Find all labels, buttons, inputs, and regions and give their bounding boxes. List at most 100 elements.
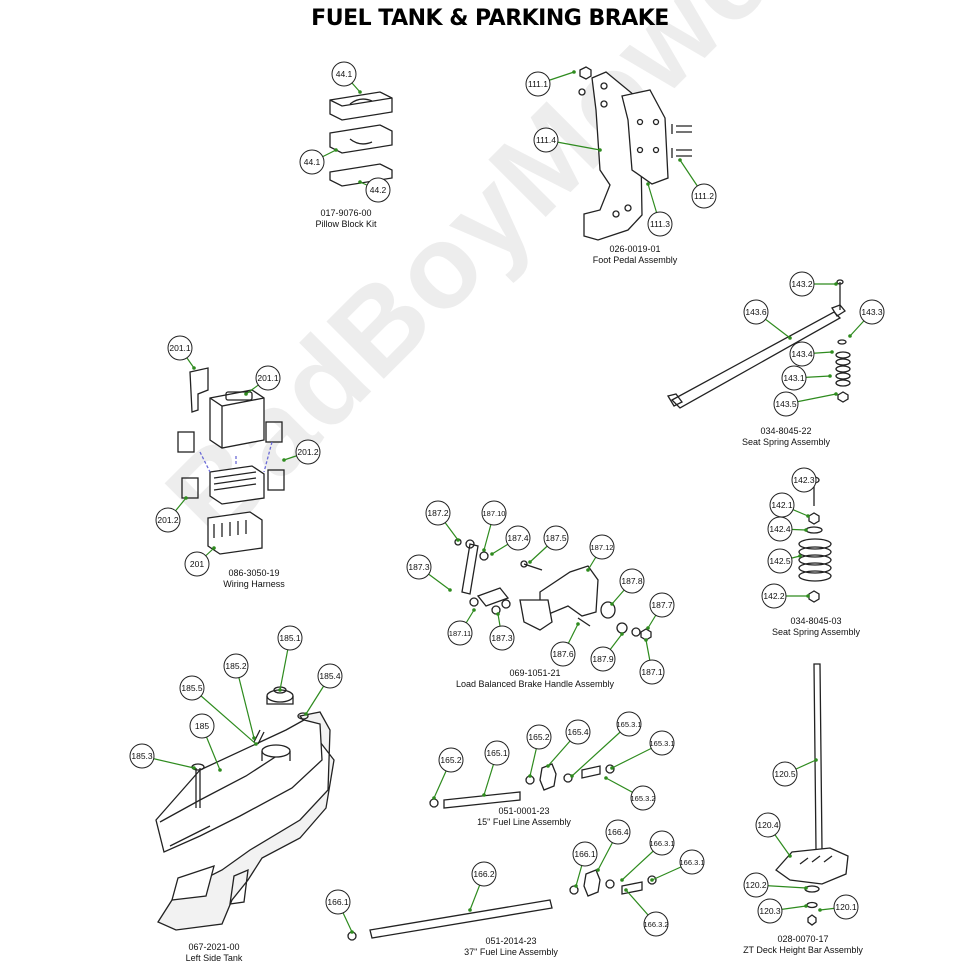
callout-leader-tip bbox=[804, 886, 808, 890]
callout-label: 142.3 bbox=[793, 475, 815, 485]
brake-handle-part bbox=[454, 538, 652, 641]
callout-leader-tip bbox=[432, 796, 436, 800]
callout-leader-tip bbox=[496, 612, 500, 616]
callout-bubble bbox=[772, 761, 798, 787]
callout-label: 143.6 bbox=[745, 307, 767, 317]
callout-leader-tip bbox=[814, 758, 818, 762]
callout-bubble bbox=[781, 365, 807, 391]
callout-bubble bbox=[167, 335, 193, 361]
callout-bubble bbox=[481, 500, 507, 526]
callout-bubble bbox=[649, 730, 675, 756]
callout-label: 201.1 bbox=[169, 343, 191, 353]
callout-bubble bbox=[438, 747, 464, 773]
pillow-block-part bbox=[329, 91, 393, 187]
callout-leader-tip bbox=[528, 774, 532, 778]
callout-label: 185.3 bbox=[131, 751, 153, 761]
callout-label: 111.1 bbox=[528, 79, 548, 89]
brake-handle-name: Load Balanced Brake Handle Assembly bbox=[455, 679, 615, 689]
callout-bubble bbox=[331, 61, 357, 87]
fuel-line-15-part bbox=[429, 763, 615, 809]
callout-bubble bbox=[605, 819, 631, 845]
seat-spring-142-part-number: 034-8045-03 bbox=[790, 616, 842, 626]
callout-label: 185 bbox=[195, 721, 209, 731]
callout-leader-tip bbox=[358, 90, 362, 94]
callout-bubble bbox=[589, 534, 615, 560]
callout-bubble bbox=[299, 149, 325, 175]
callout-bubble bbox=[317, 663, 343, 689]
callout-bubble bbox=[277, 625, 303, 651]
callout-label: 111.4 bbox=[536, 135, 556, 145]
callout-leader-tip bbox=[806, 514, 810, 518]
callout-leader-tip bbox=[834, 282, 838, 286]
callout-bubble bbox=[325, 889, 351, 915]
callout-leader-tip bbox=[620, 878, 624, 882]
callout-label: 201 bbox=[190, 559, 204, 569]
callout-label: 165.2 bbox=[528, 732, 550, 742]
callout-label: 120.2 bbox=[745, 880, 767, 890]
callout-label: 201.1 bbox=[257, 373, 279, 383]
fuel-line-15-name: 15" Fuel Line Assembly bbox=[477, 817, 571, 827]
seat-spring-142-part bbox=[798, 476, 832, 603]
callout-label: 166.2 bbox=[473, 869, 495, 879]
callout-bubble bbox=[489, 625, 515, 651]
callout-bubble bbox=[365, 177, 391, 203]
callout-label: 185.5 bbox=[181, 683, 203, 693]
wiring-harness-part bbox=[177, 367, 285, 555]
callout-bubble bbox=[859, 299, 885, 325]
fuel-line-37-part-number: 051-2014-23 bbox=[485, 936, 537, 946]
callout-leader-tip bbox=[574, 884, 578, 888]
fuel-line-15-part-number: 051-0001-23 bbox=[498, 806, 550, 816]
callout-label: 165.2 bbox=[440, 755, 462, 765]
callout-leader-tip bbox=[788, 336, 792, 340]
callout-leader-tip bbox=[586, 568, 590, 572]
brake-handle-part-number: 069-1051-21 bbox=[509, 668, 561, 678]
callout-leader-tip bbox=[334, 148, 338, 152]
callout-leader-tip bbox=[834, 392, 838, 396]
callout-leader-tip bbox=[254, 742, 258, 746]
callout-bubble bbox=[755, 812, 781, 838]
callout-label: 166.4 bbox=[607, 827, 629, 837]
callout-leader-tip bbox=[576, 622, 580, 626]
fuel-tank-part bbox=[155, 686, 335, 931]
callout-bubble bbox=[767, 548, 793, 574]
callout-label: 201.2 bbox=[297, 447, 319, 457]
callout-bubble bbox=[572, 841, 598, 867]
callout-bubble bbox=[761, 583, 787, 609]
callout-label: 187.2 bbox=[427, 508, 449, 518]
callout-bubble bbox=[255, 365, 281, 391]
callout-leader-tip bbox=[610, 766, 614, 770]
callout-bubble bbox=[505, 525, 531, 551]
callout-leader-tip bbox=[610, 602, 614, 606]
callout-bubble bbox=[425, 500, 451, 526]
callout-leader-tip bbox=[646, 182, 650, 186]
callout-bubble bbox=[590, 646, 616, 672]
callout-bubble bbox=[757, 898, 783, 924]
callout-label: 187.6 bbox=[552, 649, 574, 659]
foot-pedal-caption: 026-0019-01 Foot Pedal Assembly bbox=[580, 244, 690, 266]
callout-label: 185.4 bbox=[319, 671, 341, 681]
callout-leader-tip bbox=[448, 588, 452, 592]
callout-leader-tip bbox=[596, 868, 600, 872]
deck-height-bar-name: ZT Deck Height Bar Assembly bbox=[743, 945, 863, 955]
callout-bubble bbox=[743, 299, 769, 325]
callout-label: 165.1 bbox=[486, 748, 508, 758]
brake-handle-caption: 069-1051-21 Load Balanced Brake Handle A… bbox=[440, 668, 630, 690]
fuel-line-37-name: 37" Fuel Line Assembly bbox=[464, 947, 558, 957]
callout-bubble bbox=[406, 554, 432, 580]
pillow-block-caption: 017-9076-00 Pillow Block Kit bbox=[296, 208, 396, 230]
callout-label: 143.1 bbox=[783, 373, 805, 383]
callout-leader-tip bbox=[646, 626, 650, 630]
callout-leader-tip bbox=[278, 688, 282, 692]
callout-label: 187.12 bbox=[591, 543, 614, 552]
callout-leader bbox=[191, 687, 257, 745]
callout-leader-tip bbox=[184, 496, 188, 500]
callout-label: 143.5 bbox=[775, 399, 797, 409]
callout-bubble bbox=[550, 641, 576, 667]
callout-label: 187.7 bbox=[651, 600, 673, 610]
foot-pedal-part bbox=[578, 66, 692, 241]
pillow-block-name: Pillow Block Kit bbox=[315, 219, 377, 229]
callout-leader-tip bbox=[282, 458, 286, 462]
callout-bubble bbox=[643, 911, 669, 937]
callout-leader-tip bbox=[678, 158, 682, 162]
callout-leader-tip bbox=[192, 766, 196, 770]
